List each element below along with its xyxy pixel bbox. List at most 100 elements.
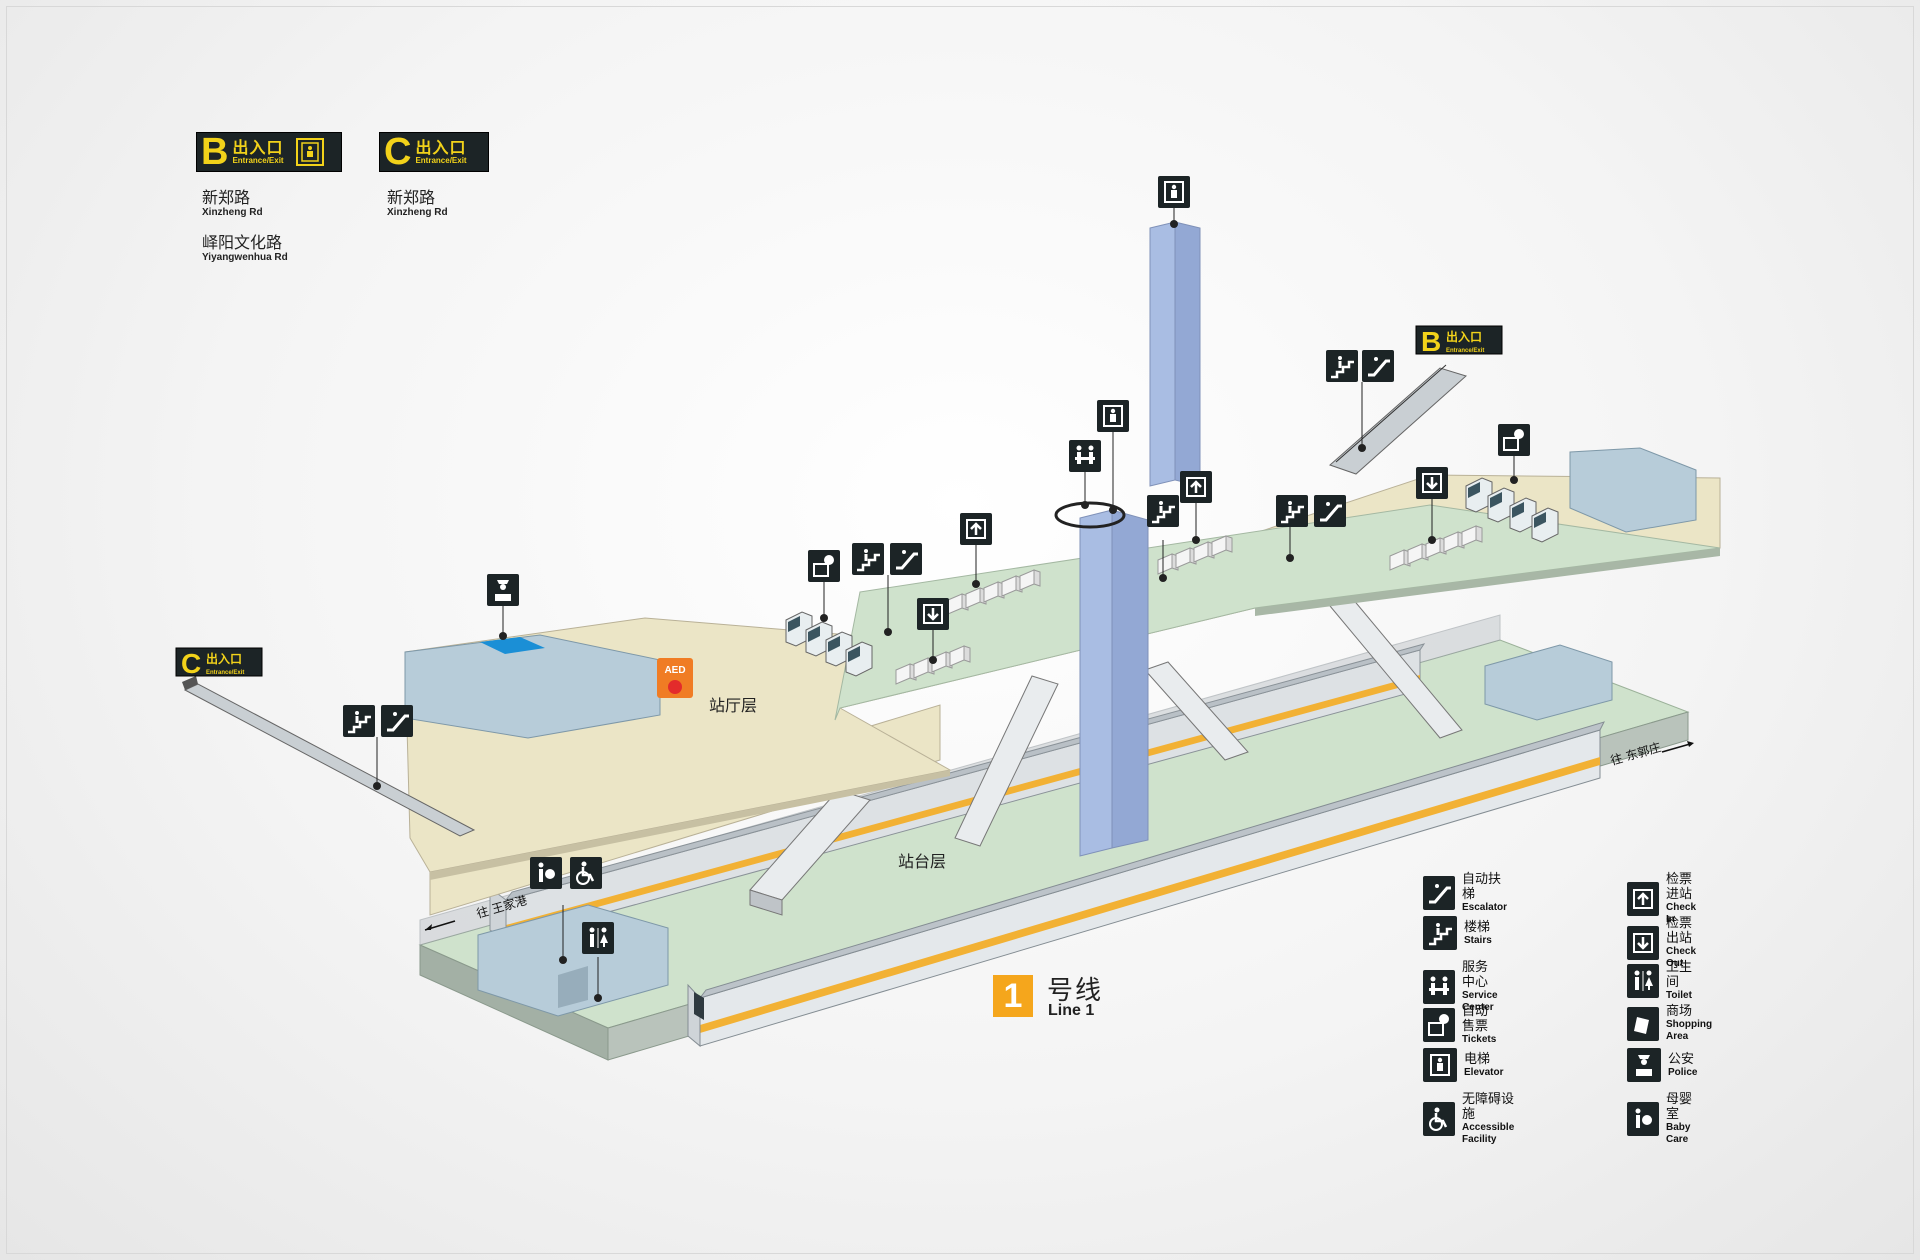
elevator-icon — [1096, 399, 1130, 433]
check-out-icon — [1414, 465, 1450, 501]
elevator-icon — [1423, 1048, 1457, 1082]
exit-letter: C — [384, 131, 412, 173]
exit-letter: B — [201, 131, 229, 173]
legend-label-en: Baby Care — [1666, 1122, 1691, 1145]
tickets-icon — [1497, 423, 1531, 457]
map-exit-c-cn: 出入口 — [206, 651, 242, 666]
platform-level-label: 站台层 — [898, 852, 946, 871]
map-exit-c-letter: C — [181, 648, 201, 679]
service-room — [1569, 447, 1697, 533]
escalator-icon — [379, 703, 415, 739]
stairs-icon — [341, 703, 377, 739]
callouts — [341, 175, 1531, 1002]
exit-label-cn: 出入口 — [415, 137, 467, 157]
escalator-icon — [888, 541, 924, 577]
stairs-left — [749, 789, 871, 916]
map-exit-b-cn: 出入口 — [1446, 329, 1482, 344]
line-number-badge: 1 — [993, 975, 1033, 1017]
map-exit-b-letter: B — [1421, 326, 1441, 357]
check-out-icon — [915, 596, 951, 632]
tickets-icon — [1423, 1008, 1455, 1042]
legend-label-cn: 自动扶梯 — [1462, 872, 1502, 902]
legend-label-cn: 无障碍设施 — [1462, 1092, 1515, 1122]
map-exit-c-en: Entrance/Exit — [206, 670, 244, 676]
road-name-en: Yiyangwenhua Rd — [202, 252, 288, 263]
escalator-icon — [1312, 493, 1348, 529]
concourse-level-label: 站厅层 — [709, 696, 757, 715]
map-exit-b-en: Entrance/Exit — [1446, 348, 1484, 354]
front-train — [687, 721, 1605, 1048]
exit-label-en: Entrance/Exit — [232, 155, 284, 165]
legend-label-en: Accessible Facility — [1462, 1122, 1515, 1145]
check-in-icon — [1178, 469, 1214, 505]
legend-label-en: Shopping Area — [1666, 1019, 1713, 1042]
legend-label-cn: 卫生间 — [1666, 960, 1693, 990]
road-name-cn: 新郑路 — [387, 188, 436, 207]
aed-label: AED — [664, 665, 685, 676]
baby-care-icon — [530, 857, 562, 889]
legend-label-cn: 母婴室 — [1666, 1092, 1693, 1122]
road-name-cn: 新郑路 — [202, 188, 251, 207]
road-name-en: Xinzheng Rd — [202, 207, 263, 218]
service-center-icon — [1423, 970, 1455, 1004]
stairs-middle — [954, 675, 1059, 847]
stairs-icon — [1423, 916, 1457, 950]
police-icon — [487, 574, 519, 606]
legend-label-cn: 自动售票 — [1462, 1004, 1489, 1034]
legend-label-en: Tickets — [1462, 1034, 1497, 1045]
elevator-icon — [295, 138, 324, 166]
toilet-icon — [582, 922, 614, 954]
stairs-icon — [1324, 348, 1360, 384]
accessible-icon — [1423, 1102, 1455, 1136]
elevator-shaft-tall — [1149, 221, 1201, 487]
escalator-icon — [1423, 876, 1455, 910]
legend-label-cn: 检票进站 — [1666, 872, 1693, 902]
map-exit-b: B 出入口 Entrance/Exit — [1415, 325, 1503, 357]
legend-label-en: Stairs — [1464, 934, 1492, 946]
legend-label-en: Check Out — [1666, 946, 1697, 969]
legend-label-cn: 公安 — [1668, 1051, 1695, 1067]
tickets-icon — [807, 549, 841, 583]
exit-label-cn: 出入口 — [232, 137, 284, 157]
police-icon — [1627, 1048, 1661, 1082]
map-frame — [6, 6, 1914, 1254]
road-name-en: Xinzheng Rd — [387, 207, 448, 218]
legend-label-cn: 服务中心 — [1462, 960, 1489, 990]
legend-label-cn: 商场 — [1666, 1004, 1693, 1019]
exit-c-sign: C 出入口 Entrance/Exit — [379, 132, 489, 172]
legend-label-en: Police — [1668, 1066, 1698, 1078]
shopping-icon — [1627, 1006, 1659, 1041]
line-name-cn: 号线 — [1047, 976, 1104, 1006]
exit-label-en: Entrance/Exit — [415, 155, 467, 165]
legend-label-en: Toilet — [1666, 990, 1692, 1001]
legend-label-en: Escalator — [1462, 902, 1508, 913]
elevator-icon — [1157, 175, 1191, 209]
stairs-icon — [850, 541, 886, 577]
legend-label-cn: 检票出站 — [1666, 916, 1693, 946]
service-center-icon — [1069, 440, 1101, 472]
baby-care-icon — [1627, 1102, 1659, 1136]
elevator-shaft-main — [1079, 509, 1149, 857]
map-exit-c: C 出入口 Entrance/Exit — [175, 647, 263, 679]
legend-label-en: Service Center — [1462, 990, 1498, 1013]
stairs-icon — [1145, 493, 1181, 529]
road-name-cn: 峄阳文化路 — [202, 233, 283, 252]
check-in-icon — [1627, 882, 1659, 916]
accessible-icon — [568, 855, 604, 891]
escalator-icon — [1360, 348, 1396, 384]
legend-label-cn: 楼梯 — [1464, 919, 1491, 935]
exit-c-roads: 新郑路 Xinzheng Rd — [387, 188, 448, 219]
legend-label-en: Check In — [1666, 902, 1697, 925]
